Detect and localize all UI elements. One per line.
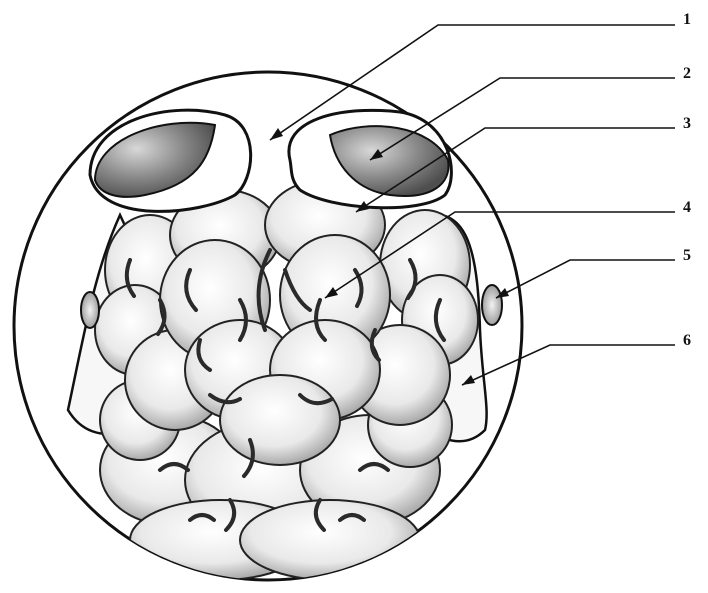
- label-4: 4: [683, 200, 691, 216]
- leader-line-5: [496, 260, 675, 298]
- label-5: 5: [683, 248, 691, 264]
- label-6: 6: [683, 333, 691, 349]
- label-1: 1: [683, 12, 691, 28]
- label-2: 2: [683, 66, 691, 82]
- right-ear: [482, 285, 502, 325]
- label-3: 3: [683, 116, 691, 132]
- left-ear: [81, 292, 99, 328]
